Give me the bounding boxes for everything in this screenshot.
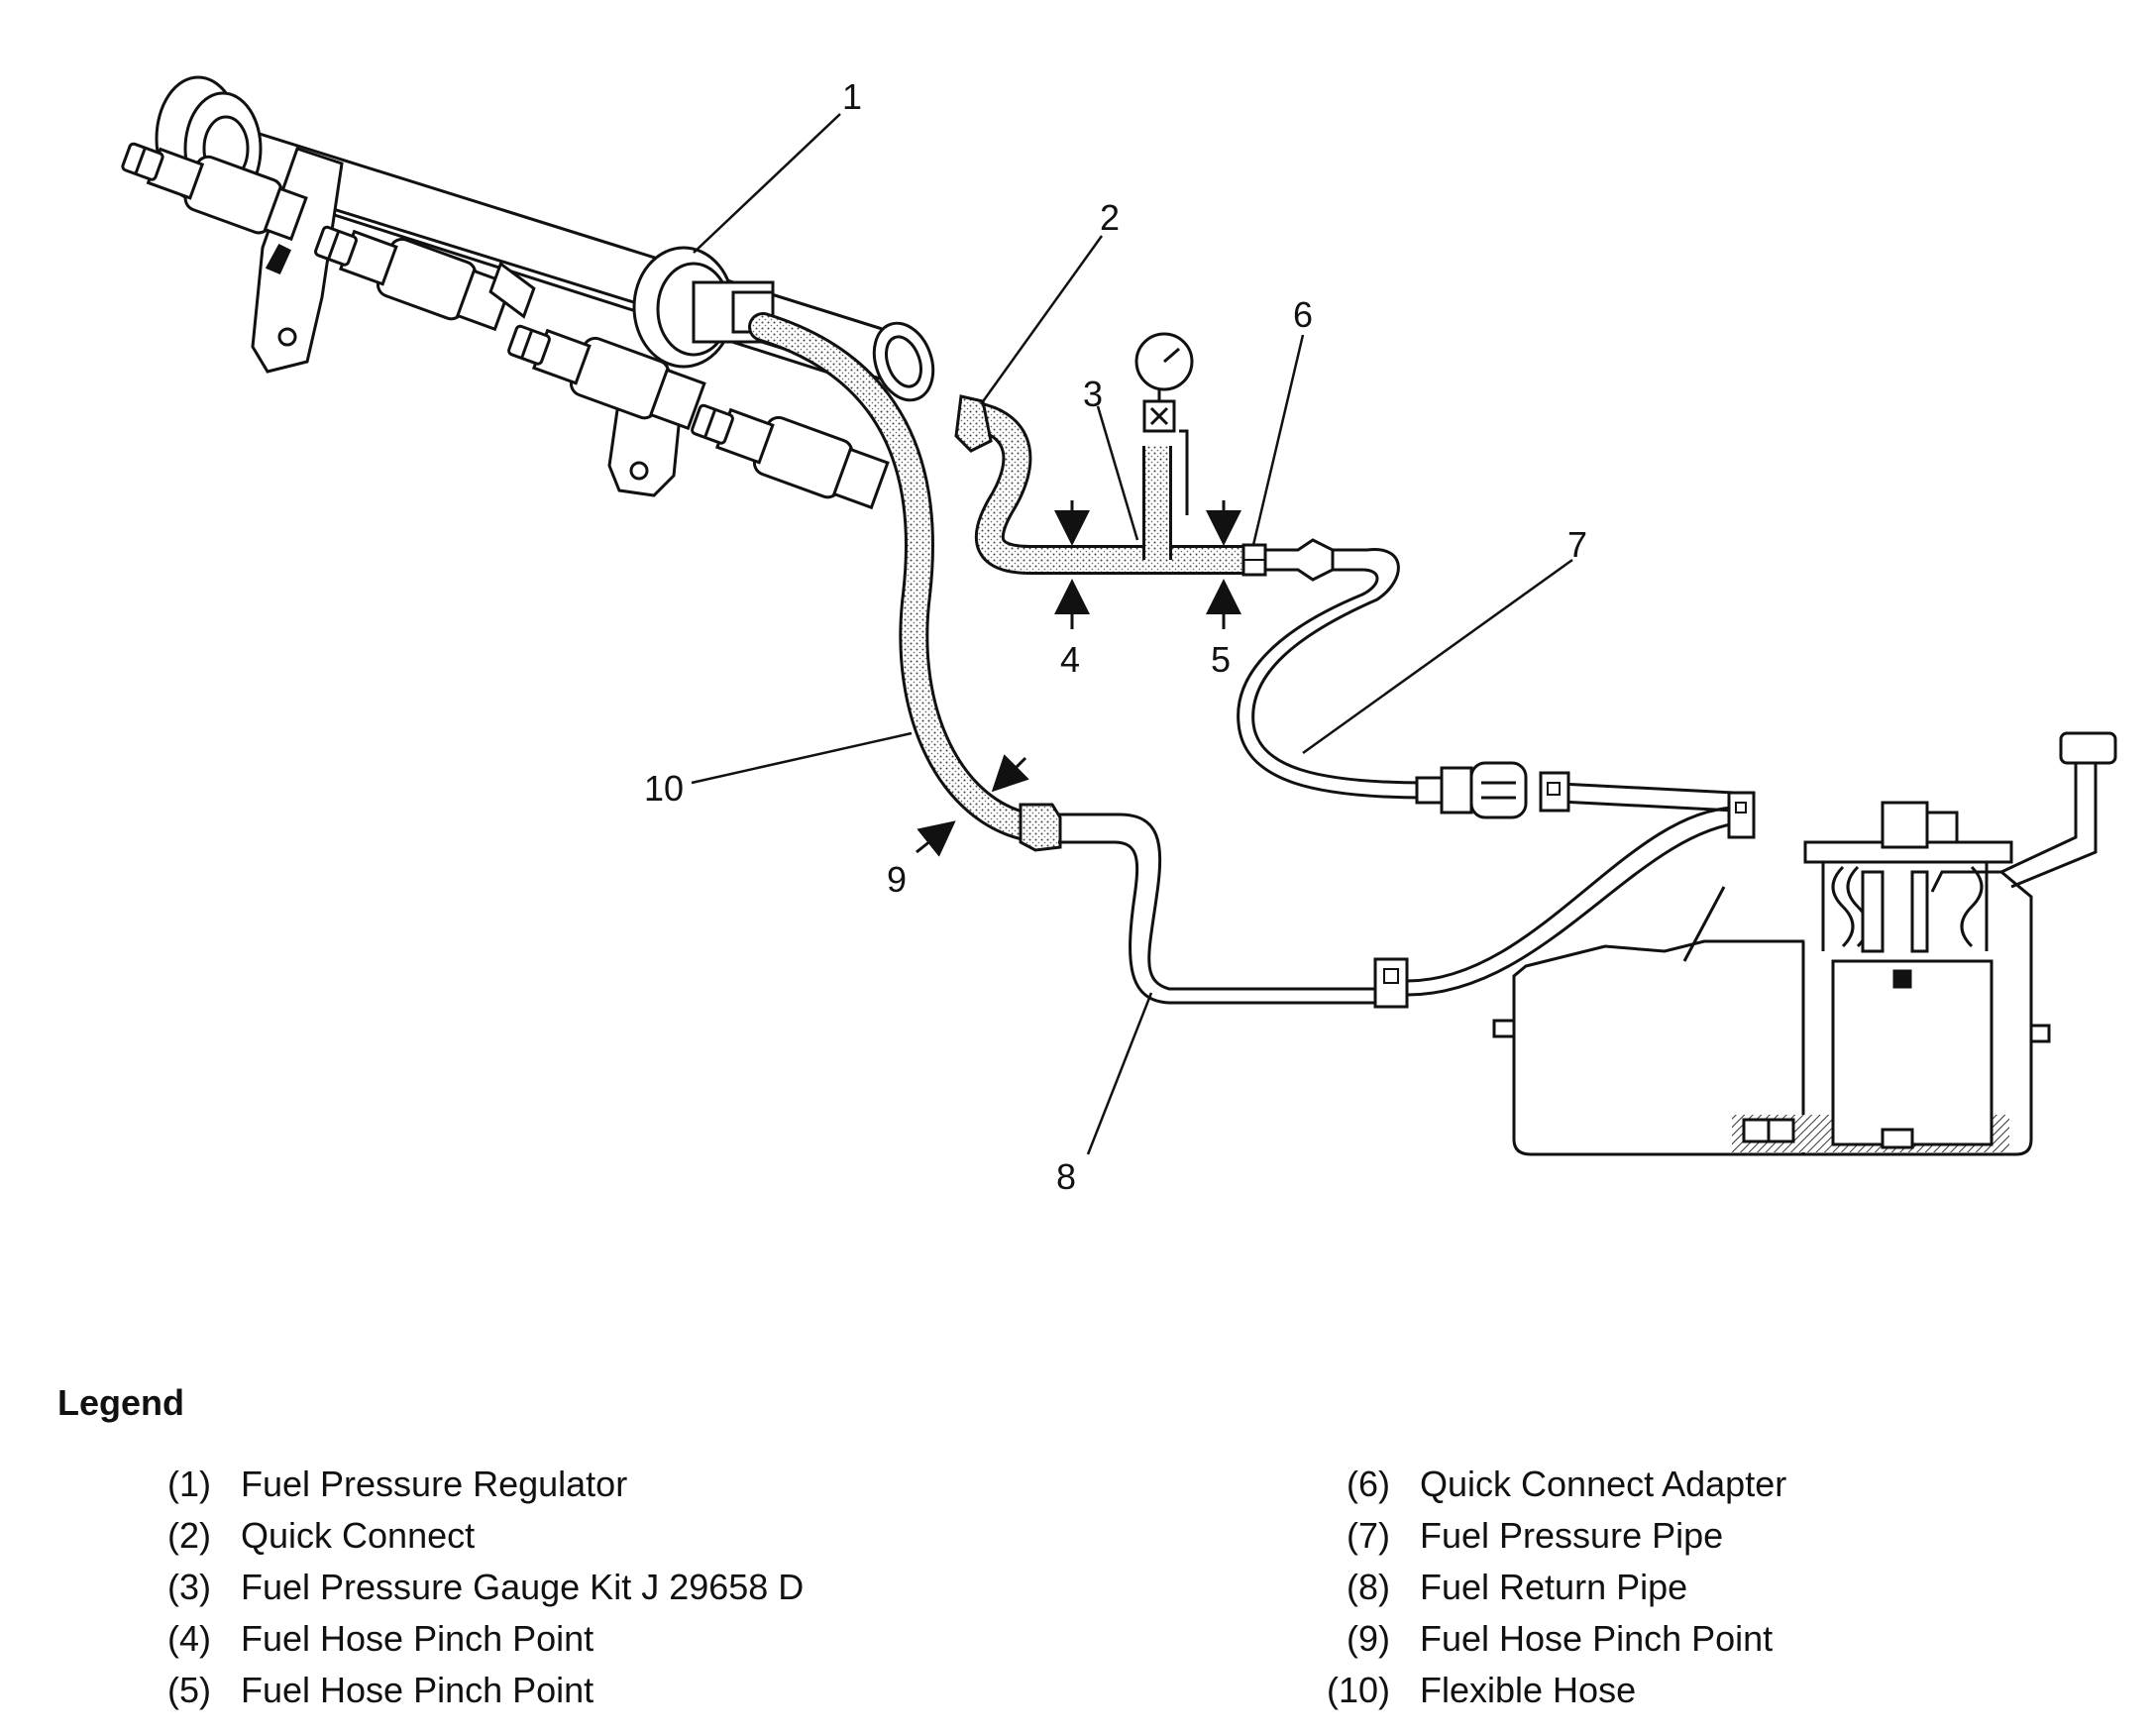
legend-text: Fuel Pressure Pipe: [1420, 1515, 1724, 1556]
legend-column-right: (6) Quick Connect Adapter (7) Fuel Pressur…: [1157, 1464, 2049, 1721]
legend-column-left: (1) Fuel Pressure Regulator (2) Quick Conn…: [57, 1464, 1157, 1721]
legend-number: (1): [167, 1464, 211, 1504]
legend-item: (8) Fuel Return Pipe: [1157, 1567, 2049, 1618]
legend-number: (8): [1347, 1567, 1390, 1607]
legend-item: (3) Fuel Pressure Gauge Kit J 29658 D: [57, 1567, 1157, 1618]
callout-8: 8: [1056, 1156, 1076, 1197]
legend-text: Flexible Hose: [1420, 1670, 1637, 1710]
legend-item: (1) Fuel Pressure Regulator: [57, 1464, 1157, 1515]
gauge-kit-hose: [961, 401, 1263, 575]
legend-item: (7) Fuel Pressure Pipe: [1157, 1515, 2049, 1567]
fuel-system-diagram: 1 2 3 4 5 6 7 8 9 10: [121, 75, 2117, 1197]
quick-connect: [954, 394, 993, 453]
legend-number: (2): [167, 1515, 211, 1556]
legend-number: (7): [1347, 1515, 1390, 1556]
callout-5: 5: [1211, 639, 1231, 680]
callout-1: 1: [842, 76, 862, 117]
legend-text: Fuel Pressure Gauge Kit J 29658 D: [241, 1567, 805, 1607]
legend-text: Fuel Return Pipe: [1420, 1567, 1688, 1607]
legend-number: (5): [167, 1670, 211, 1710]
callout-4: 4: [1060, 639, 1080, 680]
callout-3: 3: [1083, 374, 1103, 414]
callout-6: 6: [1293, 294, 1313, 335]
callout-9: 9: [887, 859, 907, 900]
legend-item: (9) Fuel Hose Pinch Point: [1157, 1618, 2049, 1670]
legend: Legend (1) Fuel Pressure Regulator (2) Qui…: [57, 1382, 2118, 1721]
legend-number: (10): [1326, 1670, 1390, 1710]
fuel-filter: [1415, 761, 1570, 819]
callout-2: 2: [1100, 197, 1120, 238]
fuel-injectors: [121, 142, 890, 510]
callout-7: 7: [1567, 524, 1587, 565]
legend-number: (9): [1347, 1618, 1390, 1659]
legend-text: Fuel Hose Pinch Point: [241, 1618, 594, 1659]
legend-item: (5) Fuel Hose Pinch Point: [57, 1670, 1157, 1721]
callout-10: 10: [644, 768, 684, 809]
legend-text: Fuel Hose Pinch Point: [1420, 1618, 1774, 1659]
pinch-arrows: [916, 500, 1241, 857]
flexible-hose: [748, 312, 1045, 842]
pressure-gauge: [1134, 332, 1194, 515]
legend-item: (6) Quick Connect Adapter: [1157, 1464, 2049, 1515]
legend-text: Quick Connect: [241, 1515, 476, 1556]
fuel-pump-module: [1803, 731, 2117, 1149]
legend-number: (6): [1347, 1464, 1390, 1504]
legend-item: (4) Fuel Hose Pinch Point: [57, 1618, 1157, 1670]
legend-number: (4): [167, 1618, 211, 1659]
legend-text: Quick Connect Adapter: [1420, 1464, 1787, 1504]
legend-title: Legend: [57, 1382, 185, 1423]
legend-text: Fuel Hose Pinch Point: [241, 1670, 594, 1710]
fuel-return-pipe: [1058, 806, 1745, 1005]
legend-item: (10) Flexible Hose: [1157, 1670, 2049, 1721]
legend-number: (3): [167, 1567, 211, 1607]
legend-item: (2) Quick Connect: [57, 1515, 1157, 1567]
leader-lines: [691, 113, 1573, 1155]
fuel-pressure-pipe: [1237, 548, 1735, 813]
legend-text: Fuel Pressure Regulator: [241, 1464, 628, 1504]
